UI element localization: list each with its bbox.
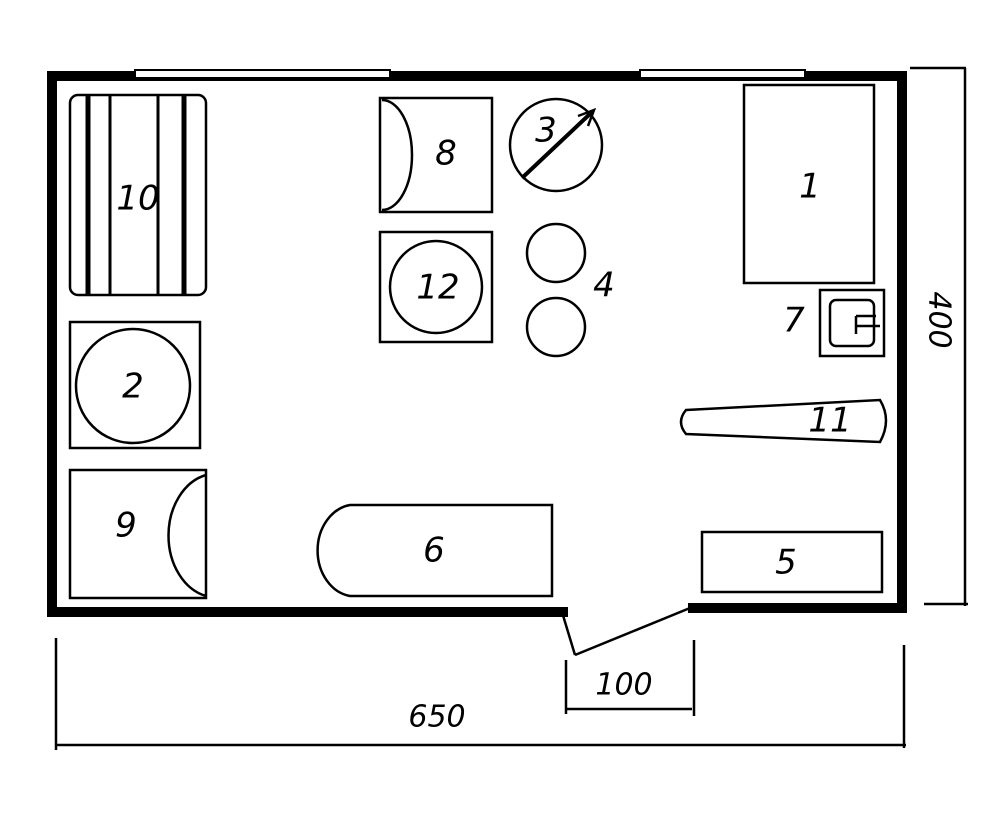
door-leaf	[574, 606, 691, 657]
item-4-label: 4	[593, 266, 615, 306]
item-2-label: 2	[122, 367, 144, 407]
window-top-right	[639, 69, 806, 79]
width-dimension-label: 650	[408, 700, 465, 735]
item-1-table: 1	[742, 83, 876, 285]
item-12-label: 12	[416, 268, 459, 308]
item-5-cabinet: 5	[700, 530, 884, 594]
door-dimension-label: 100	[595, 668, 652, 703]
item-8-unit: 8	[378, 96, 494, 214]
dimension-height: 400	[910, 66, 968, 606]
item-4-circles: 4	[525, 222, 615, 358]
item-2-stove: 2	[68, 320, 202, 450]
item-7-label: 7	[783, 301, 805, 341]
item-10-shelf: 10	[68, 93, 208, 297]
item-9-unit: 9	[68, 468, 208, 600]
item-6-bath: 6	[316, 503, 554, 598]
item-9-label: 9	[115, 506, 137, 546]
height-dimension-label: 400	[922, 291, 957, 348]
item-6-label: 6	[423, 531, 445, 571]
door-jamb	[560, 611, 577, 656]
room-walls	[47, 69, 907, 657]
item-5-label: 5	[775, 543, 797, 583]
item-3-circle: 3	[508, 97, 604, 193]
item-8-label: 8	[435, 134, 457, 174]
item-11-label: 11	[808, 401, 851, 441]
item-12-unit: 12	[378, 230, 494, 344]
item-1-label: 1	[799, 167, 821, 207]
wall-top-left-right-bottom-left	[47, 71, 907, 617]
item-7-sink: 7	[783, 288, 886, 358]
dimension-door: 100	[564, 640, 696, 716]
item-3-label: 3	[535, 111, 557, 151]
item-10-label: 10	[116, 179, 159, 219]
dimension-width: 650	[54, 638, 906, 750]
item-11-bench: 11	[679, 398, 888, 444]
window-top	[134, 69, 391, 79]
